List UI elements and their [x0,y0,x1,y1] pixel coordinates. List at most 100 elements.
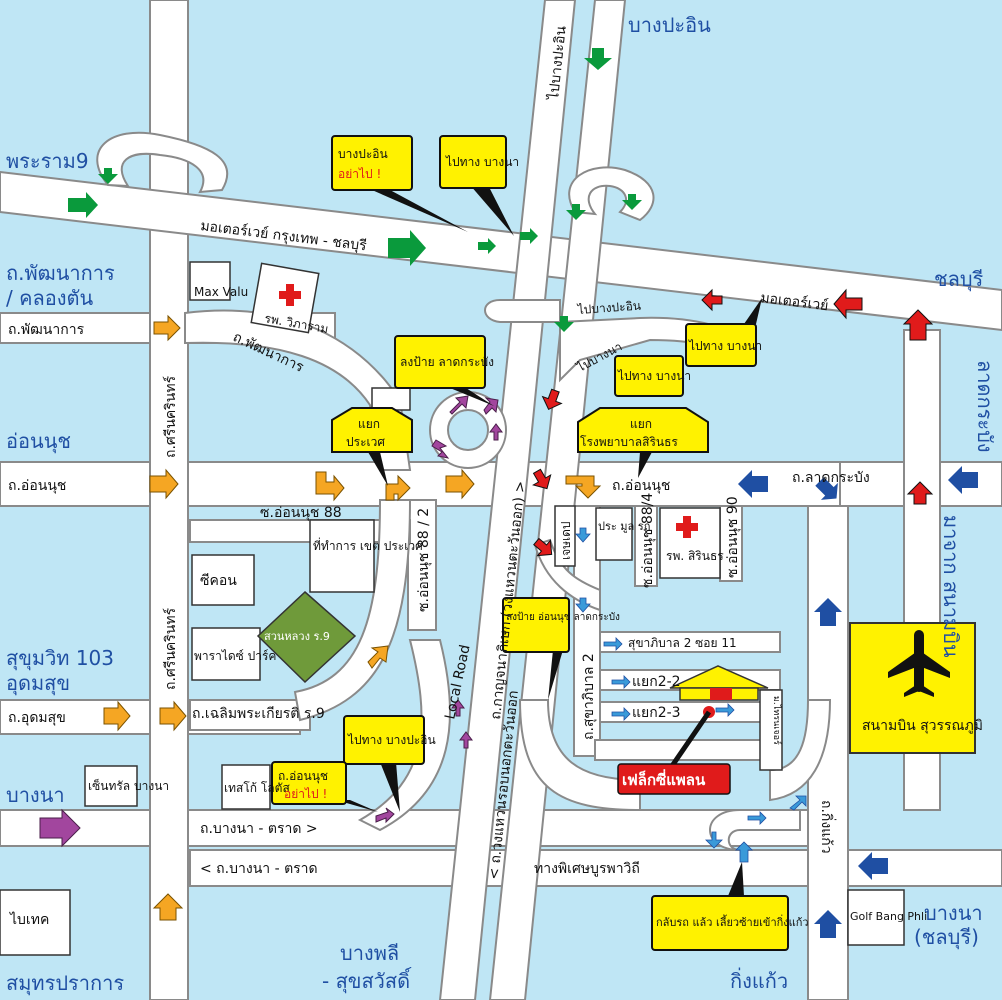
arrow-purple-5 [489,423,503,441]
label-prawet-office: ที่ทำการ เขต ประเวศ [313,537,423,553]
venue-pointer [669,710,712,768]
arrow-red-5 [541,388,563,411]
arrow-red-4 [906,481,934,505]
label-on-nut-left: ถ.อ่อนนุช [8,478,66,494]
label-bang-phli: บางพลี [340,941,399,965]
sign-junction-sirindhorn [577,407,709,453]
arrow-blue-2 [948,466,978,494]
sign-to-bang-pa-in-bottom [343,715,425,765]
sign-to-bang-na-top [439,135,507,189]
label-srinakarin-1: ถ.ศรีนครินทร์ [162,375,179,458]
light-blue-arrows [575,527,807,863]
sign-text-junction-sirindhorn-1: แยก [630,417,652,431]
arrow-orange-2 [149,468,179,500]
arrow-lblue-4 [611,707,631,721]
pointer-5 [638,452,652,478]
label-tesco: เทสโก้ โลตัส [224,781,290,795]
sign-text-on-nut-dont: ถ.อ่อนนุช [278,769,328,784]
arrow-green-small-e [554,316,574,332]
univ-box [759,689,783,771]
sign-text-to-bang-na-right: ไปทาง บางนา [688,339,762,353]
max-valu-box [189,261,231,301]
label-phatthanakan-area: ถ.พัฒนาการ [6,261,115,285]
label-udomsuk-area: อุดมสุข [6,671,70,696]
sign-text-exit-lat-krabang: ลงป้าย ลาดกระบัง [400,355,494,369]
arrow-lblue-9 [747,811,767,825]
purple-arrows [39,395,503,848]
label-max-valu: Max Valu [194,285,248,299]
arrow-lblue-5 [611,675,631,689]
arrow-blue-3 [858,852,888,880]
red-arrows [532,288,934,557]
sign-text-dont-go: อย่าไป ! [338,167,381,181]
label-sukhaphiban2-road: ถ.สุขาภิบาล 2 [581,653,597,740]
arrow-orange-8 [385,474,411,502]
label-chaloem-road: ถ.เฉลิมพระเกียรติ ร.9 [192,706,325,722]
sign-text-exit-on-nut-lk: ลงป้าย อ่อนนุช ลาดกระบัง [506,611,620,623]
landmark-labels: Max Valu รพ. วิภาราม ที่ทำการ เขต ประเวศ… [9,285,983,928]
label-bang-na-chonburi-2: (ชลบุรี) [914,925,979,950]
sign-exit-on-nut-lk [502,597,570,653]
label-bang-na-chonburi-1: บางนา [924,901,983,925]
motorway-bangkok-chonburi [0,170,1002,332]
label-udomsuk-road: ถ.อุดมสุข [8,710,66,726]
sign-text-junction-prawet-1: แยก [358,417,380,431]
arrow-orange-3 [445,468,475,500]
label-from-airport-vertical: มาจาก สนามบิน [939,515,963,658]
sign-text-junction-sirindhorn-2: โรงพยาบาลสิรินธร [580,435,678,449]
ring-road-east-left [438,0,577,1000]
arrow-green-small-b [520,228,538,244]
sign-on-nut-dont [271,761,347,805]
pointer-3 [450,388,494,406]
interchange-loop-left [96,131,229,194]
golf-box [847,889,905,946]
hospital-icon-sirindhorn [676,516,698,538]
label-central: เซ็นทรัล บางนา [88,778,169,793]
label-on-nut-right: ถ.อ่อนนุช [612,478,670,494]
venue-building-icon [669,665,769,701]
ring-road-east-right [488,0,627,1000]
sign-u-turn [651,895,789,951]
label-king-kaeo-road: ถ.กิ่งแก้ว [818,800,836,854]
sign-text-u-turn: กลับรถ แล้ว เลี้ยวซ้ายเข้ากิ่งแก้ว [656,914,809,929]
label-seacon: ซีคอน [200,573,237,589]
label-golf: Golf Bang Phli [850,910,927,923]
arrow-green-small-d [622,194,642,210]
arrow-purple-2 [449,395,469,415]
yellow-signs [271,135,789,951]
arrow-red-1 [833,288,863,320]
bitec-box-real [0,889,71,956]
arrow-lblue-2 [575,597,591,613]
label-soi-11: สุขาภิบาล 2 ซอย 11 [628,636,737,651]
label-bitec: ไบเทค [9,911,49,928]
road-king-kaeo-curve [518,699,641,812]
label-univ: ม.ไทรนเจอร์ [771,696,783,745]
arrow-red-6 [532,468,552,490]
pointer-2 [470,185,514,236]
arrow-blue-4 [814,598,842,626]
arrow-purple-4 [431,439,450,459]
label-paradise-park: พาราไดซ์ ปาร์ค [194,649,276,663]
tesco-box [221,764,271,810]
label-phatthanakan-road: ถ.พัฒนาการ [8,322,85,338]
orange-arrows [103,314,602,921]
label-soi-88: ซ.อ่อนนุช 88 [260,505,342,521]
road-chaloem [189,699,311,731]
label-bang-na-trat-2: < ถ.บางนา - ตราด [200,861,318,877]
arrow-red-3 [902,309,934,341]
arrow-orange-1 [153,314,181,342]
road-ring-right-curve [769,699,832,802]
arrow-lblue-10 [789,795,807,811]
label-klong-tan: / คลองตัน [6,286,93,310]
label-soi-88-4: ซ.อ่อนนุช 88/4 [640,493,656,588]
arrow-red-7 [533,537,553,557]
label-srinakarin-2: ถ.ศรีนครินทร์ [162,607,179,690]
arrow-purple-6 [451,699,465,717]
label-junction-2-2: แยก2-2 [632,674,681,690]
blue-arrows [738,466,978,938]
arrow-lblue-8 [705,831,723,849]
sign-text-to-bang-na-top: ไปทาง บางนา [445,155,519,169]
label-on-nut-area: อ่อนนุช [6,429,71,454]
arrow-green-down-loop [98,168,118,184]
